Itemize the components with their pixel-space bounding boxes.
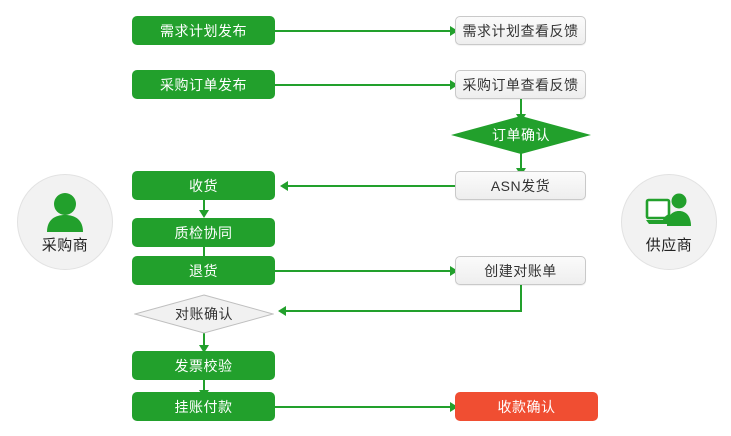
- node-asn-ship[interactable]: ASN发货: [455, 171, 586, 200]
- node-po-publish[interactable]: 采购订单发布: [132, 70, 275, 99]
- actor-label: 供应商: [645, 236, 693, 254]
- arrowhead-reconcile-confirm: [278, 306, 286, 316]
- node-create-statement[interactable]: 创建对账单: [455, 256, 586, 285]
- node-label: 收款确认: [497, 398, 556, 415]
- person-at-computer-icon: [645, 190, 693, 232]
- node-label: 发票校验: [174, 357, 233, 374]
- person-icon: [41, 190, 89, 232]
- node-label: 创建对账单: [484, 262, 557, 279]
- edge-order-confirm-to-asn: [520, 153, 522, 170]
- edge-create-statement-to-reconcile: [286, 310, 522, 312]
- node-reconcile-confirm[interactable]: 对账确认: [134, 294, 274, 334]
- node-label: 需求计划发布: [160, 22, 247, 39]
- node-receipt-confirm[interactable]: 收款确认: [455, 392, 598, 421]
- node-label: 挂账付款: [174, 398, 233, 415]
- node-label: 采购订单发布: [160, 76, 247, 93]
- arrowhead-invoice-verify: [199, 345, 209, 353]
- arrowhead-receipt-confirm: [450, 402, 458, 412]
- edge-create-statement-drop: [520, 285, 522, 312]
- arrowhead-quality-inspection: [199, 210, 209, 218]
- node-payable-payment[interactable]: 挂账付款: [132, 392, 275, 421]
- edge-po-publish-to-feedback: [275, 84, 452, 86]
- arrowhead-demand-plan-feedback: [450, 26, 458, 36]
- actor-supplier[interactable]: 供应商: [621, 174, 717, 270]
- edge-quality-to-return-goods: [203, 247, 205, 259]
- diamond-shape-grey: [134, 294, 274, 334]
- edge-receive-goods-to-quality: [203, 200, 205, 212]
- edge-demand-plan-publish-to-feedback: [275, 30, 452, 32]
- node-receive-goods[interactable]: 收货: [132, 171, 275, 200]
- edge-invoice-verify-to-payable: [203, 380, 205, 392]
- actor-buyer[interactable]: 采购商: [17, 174, 113, 270]
- arrowhead-create-statement: [450, 266, 458, 276]
- node-invoice-verify[interactable]: 发票校验: [132, 351, 275, 380]
- node-label: 需求计划查看反馈: [462, 22, 579, 39]
- edge-reconcile-to-invoice-verify: [203, 333, 205, 347]
- node-demand-plan-publish[interactable]: 需求计划发布: [132, 16, 275, 45]
- edge-asn-to-receive-goods: [288, 185, 456, 187]
- node-label: 采购订单查看反馈: [462, 76, 579, 93]
- node-label: ASN发货: [490, 177, 551, 194]
- node-order-confirm[interactable]: 订单确认: [451, 116, 591, 154]
- node-quality-inspection[interactable]: 质检协同: [132, 218, 275, 247]
- node-return-goods[interactable]: 退货: [132, 256, 275, 285]
- node-label: 退货: [189, 262, 218, 279]
- edge-payable-to-receipt-confirm: [275, 406, 452, 408]
- node-label: 收货: [189, 177, 218, 194]
- diamond-shape-green: [451, 116, 591, 154]
- arrowhead-receive-goods: [280, 181, 288, 191]
- arrowhead-po-feedback: [450, 80, 458, 90]
- edge-return-goods-to-create-statement: [275, 270, 452, 272]
- node-label: 质检协同: [174, 224, 233, 241]
- edge-po-feedback-to-order-confirm: [520, 99, 522, 116]
- node-demand-plan-feedback[interactable]: 需求计划查看反馈: [455, 16, 586, 45]
- actor-label: 采购商: [41, 236, 89, 254]
- node-po-feedback[interactable]: 采购订单查看反馈: [455, 70, 586, 99]
